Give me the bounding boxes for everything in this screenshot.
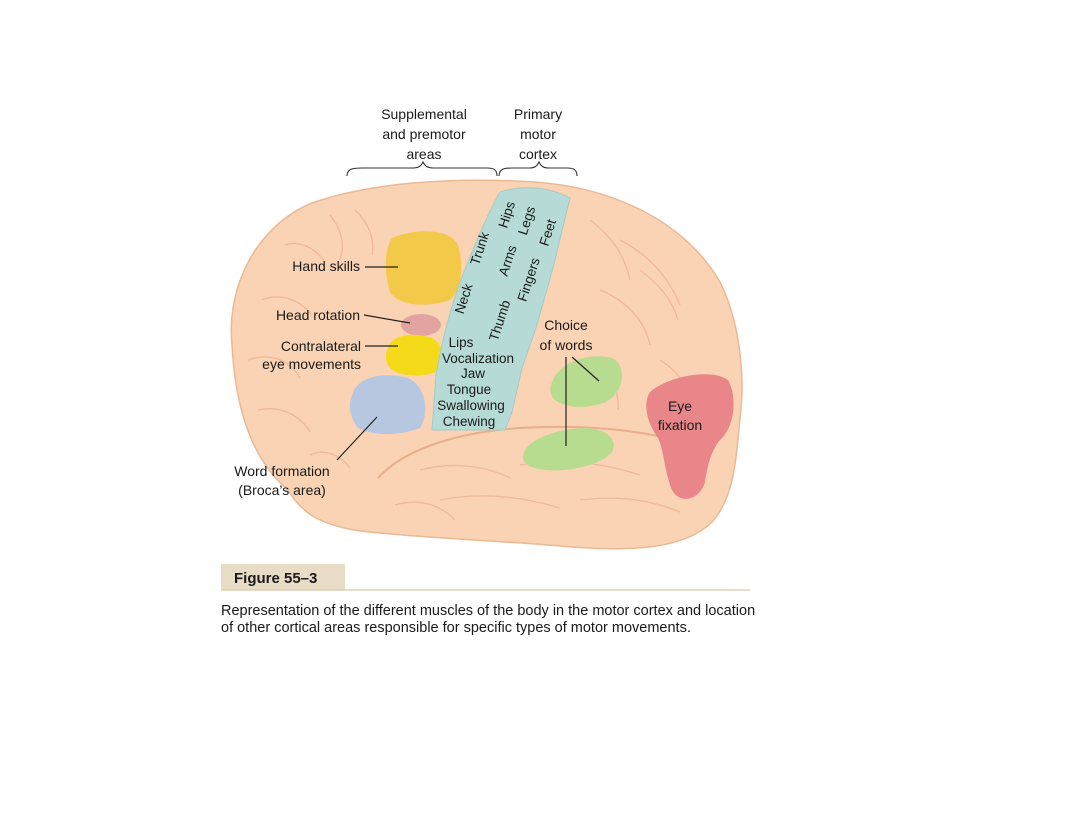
eye-fixation-line-1: Eye [668,398,692,414]
label-chewing: Chewing [443,414,496,429]
label-jaw: Jaw [461,366,485,381]
contralateral-line-2: eye movements [262,356,361,372]
figure-label: Figure 55–3 [234,570,317,587]
contralateral-line-1: Contralateral [281,338,361,354]
brain [230,179,743,550]
supplemental-line-1: Supplemental [381,106,467,122]
callout-contralateral: Contralateral eye movements [262,338,398,372]
choice-of-words-line-2: of words [540,337,593,353]
choice-of-words-lower-area [522,428,614,471]
primary-line-1: Primary [514,106,562,122]
callout-head-rotation: Head rotation [276,307,411,324]
primary-line-2: motor [520,126,556,142]
bracket-supplemental [346,160,498,177]
label-lips: Lips [449,335,474,350]
gyri [247,209,691,521]
temporal-lobe-outline [377,425,701,479]
bracket-primary [498,160,578,177]
callout-choice-of-words: Choice of words [540,317,600,446]
eye-fixation-area [646,374,734,499]
eye-fixation-line-2: fixation [658,417,702,433]
choice-of-words-line-1: Choice [544,317,588,333]
head-rotation-leader [363,314,411,324]
motor-strip [431,187,571,431]
supplemental-line-2: and premotor [382,126,466,142]
primary-line-3: cortex [519,146,557,162]
label-vocalization: Vocalization [442,351,514,366]
figure-label-bar [221,564,345,590]
supplemental-line-3: areas [406,146,441,162]
hand-skills-area [385,231,462,305]
word-formation-line-1: Word formation [234,463,329,479]
head-rotation-label: Head rotation [276,307,360,323]
label-tongue: Tongue [447,382,491,397]
label-swallowing: Swallowing [437,398,505,413]
choice-of-words-upper-area [550,356,623,407]
head-rotation-area [401,314,441,336]
word-formation-line-2: (Broca’s area) [238,482,326,498]
eye-movements-area [385,334,443,376]
choice-of-words-leader-upper [571,356,600,382]
callout-hand-skills: Hand skills [292,258,398,274]
header-primary: Primary motor cortex [514,106,562,162]
header-supplemental: Supplemental and premotor areas [381,106,467,162]
callout-eye-fixation: Eye fixation [658,398,702,433]
callout-word-formation: Word formation (Broca’s area) [234,416,378,498]
broca-area [350,375,426,434]
word-formation-leader [336,416,378,461]
figure-caption: Representation of the different muscles … [221,603,756,636]
hand-skills-label: Hand skills [292,258,360,274]
motor-strip-stacked-labels: Lips Vocalization Jaw Tongue Swallowing … [437,335,514,429]
